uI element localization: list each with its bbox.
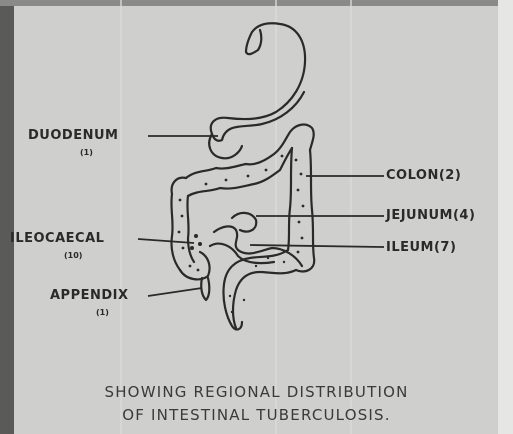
appendix-count: (1) (96, 308, 109, 317)
duodenum-label: DUODENUM (28, 128, 118, 143)
ileum-label: ILEUM(7) (386, 240, 456, 255)
duodenum-count: (1) (80, 148, 93, 157)
caption-line-2: OF INTESTINAL TUBERCULOSIS. (0, 406, 513, 424)
jejunum-label: JEJUNUM(4) (386, 208, 475, 223)
caption-line-1: SHOWING REGIONAL DISTRIBUTION (0, 383, 513, 401)
ileocaecal-label: ILEOCAECAL (10, 231, 104, 246)
ileocaecal-count: (10) (64, 251, 82, 260)
colon-label: COLON(2) (386, 168, 461, 183)
appendix-label: APPENDIX (50, 288, 129, 303)
